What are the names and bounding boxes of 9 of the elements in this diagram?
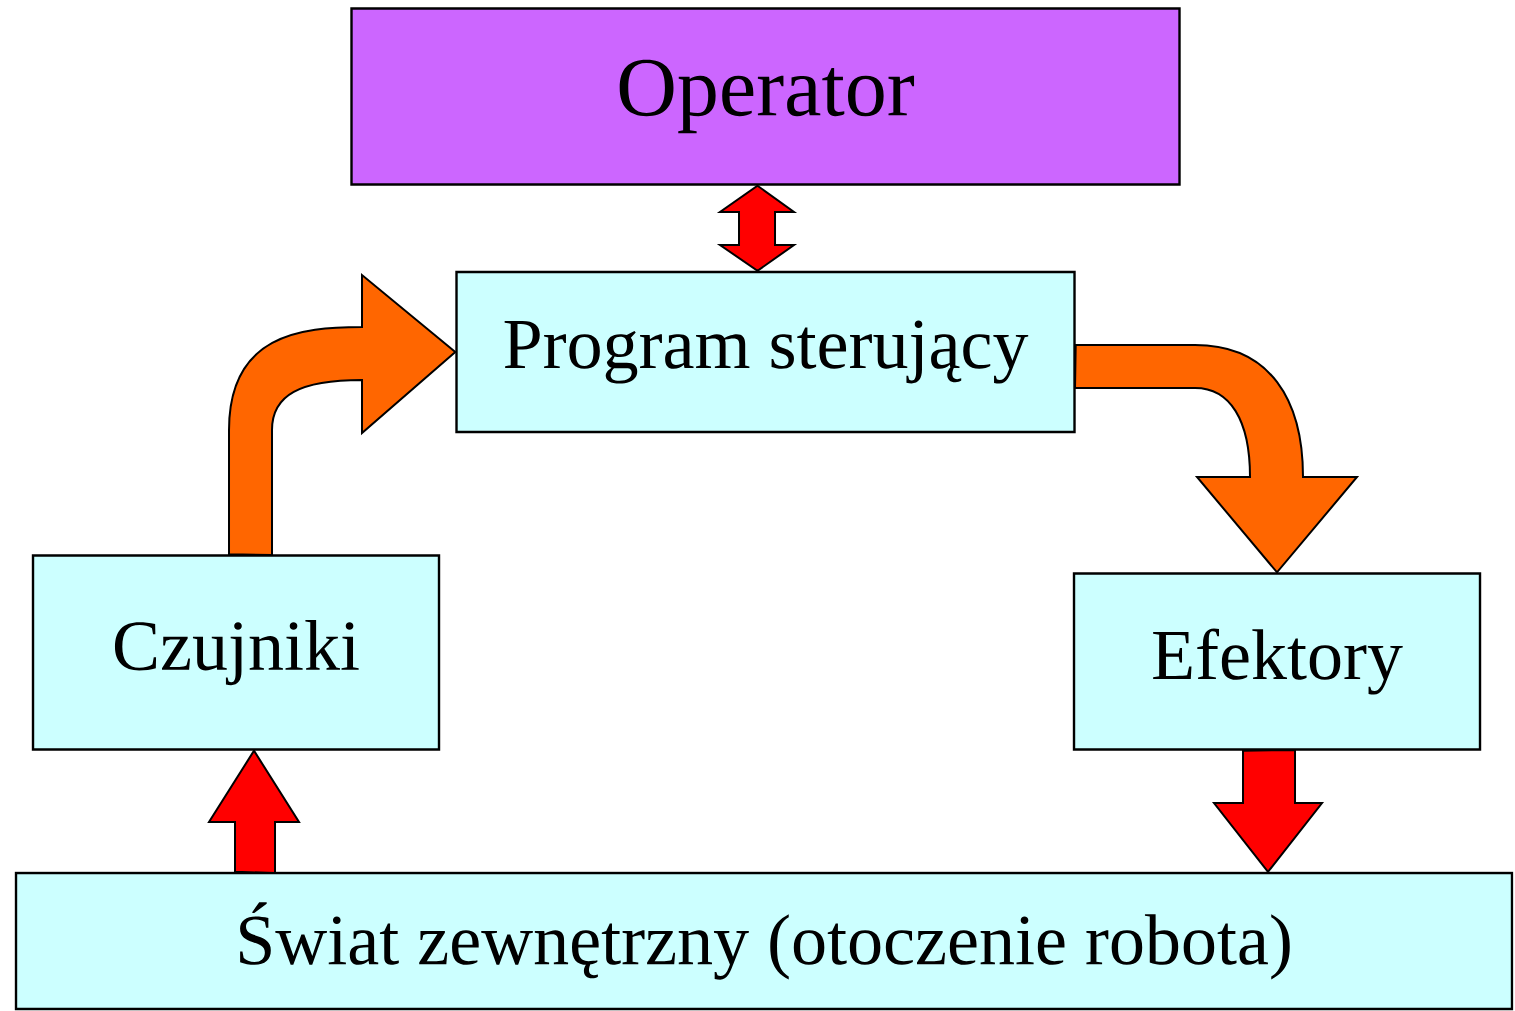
block-arrow bbox=[716, 184, 798, 272]
process-box: Program sterujący bbox=[455, 270, 1076, 434]
process-box: Operator bbox=[350, 7, 1181, 186]
process-box: Czujniki bbox=[31, 554, 441, 751]
block-arrow bbox=[1211, 749, 1325, 874]
process-box: Efektory bbox=[1072, 572, 1482, 751]
process-box: Świat zewnętrzny (otoczenie robota) bbox=[14, 871, 1514, 1011]
block-arrow bbox=[1074, 344, 1358, 574]
block-arrow bbox=[228, 274, 457, 556]
